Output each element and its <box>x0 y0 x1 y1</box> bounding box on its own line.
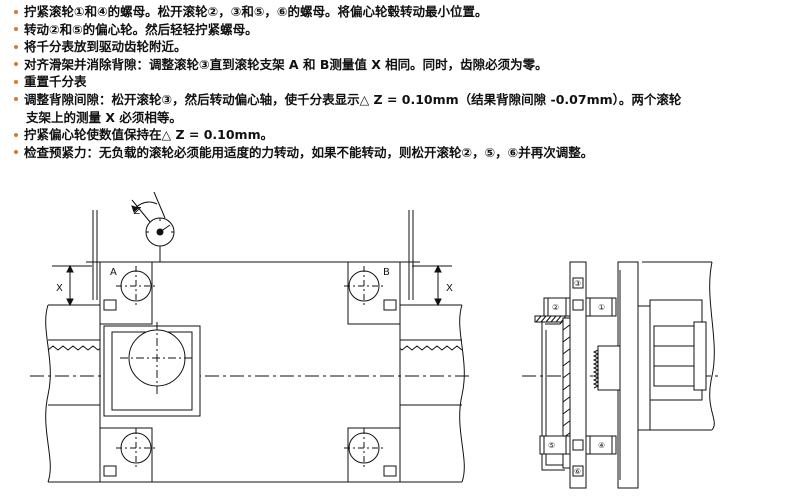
step-5-text: 重置千分表 <box>24 74 87 90</box>
bullet-icon <box>14 62 18 67</box>
roller-4-label: ④ <box>598 441 605 450</box>
step-8-text: 检查预紧力：无负载的滚轮必须能用适度的力转动，如果不能转动，则松开滚轮②，⑤，⑥… <box>24 144 594 160</box>
step-6-text: 调整背隙间隙：松开滚轮③，然后转动偏心轴，使千分表显示△ Z = 0.10mm（… <box>24 91 682 107</box>
drawing-labels: X X A B Z ③ ② ① ⑤ ④ ⑥ <box>56 206 605 476</box>
step-4: 对齐滑架并消除背隙：调整滚轮③直到滚轮支架 A 和 B测量值 X 相同。同时，齿… <box>12 56 792 74</box>
bullet-icon <box>14 97 18 102</box>
label-x-left: X <box>56 283 63 294</box>
step-6: 调整背隙间隙：松开滚轮③，然后转动偏心轴，使千分表显示△ Z = 0.10mm（… <box>12 91 792 109</box>
step-1-text: 拧紧滚轮①和④的螺母。松开滚轮②，③和⑤，⑥的螺母。将偏心轮毂转动最小位置。 <box>24 4 488 19</box>
step-2-text: 转动②和⑤的偏心轮。然后轻轻拧紧螺母。 <box>24 21 258 37</box>
roller-1-label: ① <box>598 303 605 312</box>
step-4-text: 对齐滑架并消除背隙：调整滚轮③直到滚轮支架 A 和 B测量值 X 相同。同时，齿… <box>24 56 548 72</box>
bullet-icon <box>14 79 18 84</box>
label-z: Z <box>133 206 142 217</box>
step-6-continued-text: 支架上的测量 X 必须相等。 <box>26 109 182 125</box>
step-8: 检查预紧力：无负载的滚轮必须能用适度的力转动，如果不能转动，则松开滚轮②，⑤，⑥… <box>12 144 792 162</box>
label-b: B <box>383 267 390 278</box>
roller-2-label: ② <box>552 303 559 312</box>
step-7-text: 拧紧偏心轮使数值保持在△ Z = 0.10mm。 <box>24 127 274 143</box>
roller-6-label: ⑥ <box>574 467 581 476</box>
step-3-text: 将千分表放到驱动齿轮附近。 <box>24 39 187 55</box>
step-7: 拧紧偏心轮使数值保持在△ Z = 0.10mm。 <box>12 126 792 144</box>
step-3: 将千分表放到驱动齿轮附近。 <box>12 38 792 56</box>
bullet-icon <box>14 27 18 32</box>
label-x-right: X <box>446 283 453 294</box>
instruction-list: 拧紧滚轮①和④的螺母。松开滚轮②，③和⑤，⑥的螺母。将偏心轮毂转动最小位置。 转… <box>12 3 792 161</box>
roller-3-label: ③ <box>574 279 581 288</box>
step-2: 转动②和⑤的偏心轮。然后轻轻拧紧螺母。 <box>12 21 792 39</box>
step-1: 拧紧滚轮①和④的螺母。松开滚轮②，③和⑤，⑥的螺母。将偏心轮毂转动最小位置。 <box>12 3 792 21</box>
roller-5-label: ⑤ <box>548 441 555 450</box>
bullet-icon <box>14 150 18 155</box>
bullet-icon <box>14 132 18 137</box>
bullet-icon <box>14 44 18 49</box>
step-5: 重置千分表 <box>12 73 792 91</box>
label-a: A <box>110 267 117 278</box>
front-view <box>30 191 470 483</box>
step-6-continued: 支架上的测量 X 必须相等。 <box>12 109 792 127</box>
side-view <box>522 261 720 489</box>
bullet-icon <box>14 9 18 14</box>
